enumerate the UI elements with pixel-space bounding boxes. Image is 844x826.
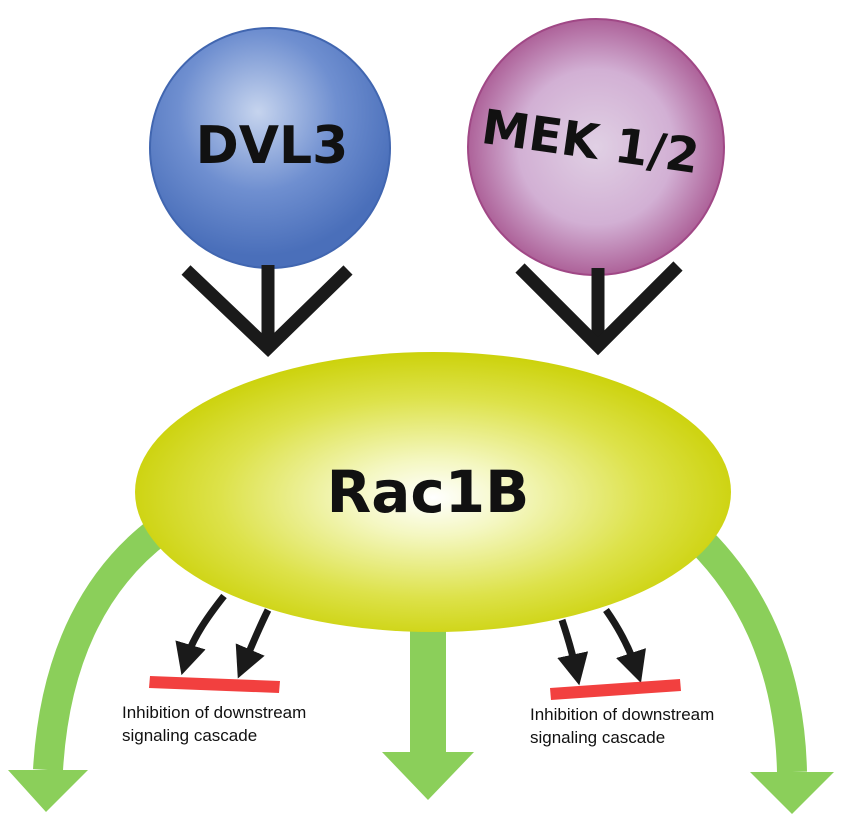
node-mek: MEK 1/2: [467, 18, 725, 276]
caption-right-line1: Inhibition of downstream: [530, 705, 714, 724]
caption-left: Inhibition of downstream signaling casca…: [122, 703, 306, 745]
caption-left-line2: signaling cascade: [122, 726, 257, 745]
inhibition-bar-right: [550, 679, 681, 700]
inhibition-connector: [603, 607, 646, 683]
inhibition-connectors-right: [557, 607, 646, 686]
inhibition-connector: [175, 593, 227, 676]
activation-connector-mek: [515, 261, 683, 356]
node-rac1b-label: Rac1B: [327, 458, 530, 526]
inhibition-bar-left: [149, 676, 280, 693]
activation-arrow-right: [689, 529, 834, 814]
node-dvl3-label: DVL3: [196, 116, 349, 176]
caption-left-line1: Inhibition of downstream: [122, 703, 306, 722]
activation-arrow-center: [382, 610, 474, 800]
inhibition-connector: [235, 608, 272, 679]
caption-right-line2: signaling cascade: [530, 728, 665, 747]
inhibition-connector: [557, 618, 589, 686]
inhibition-connectors-left: [175, 593, 272, 679]
activation-connector-dvl3: [181, 265, 353, 358]
node-rac1b: Rac1B: [135, 352, 731, 632]
caption-right: Inhibition of downstream signaling casca…: [530, 705, 714, 747]
activation-arrow-left: [8, 518, 170, 812]
node-dvl3: DVL3: [149, 27, 391, 269]
